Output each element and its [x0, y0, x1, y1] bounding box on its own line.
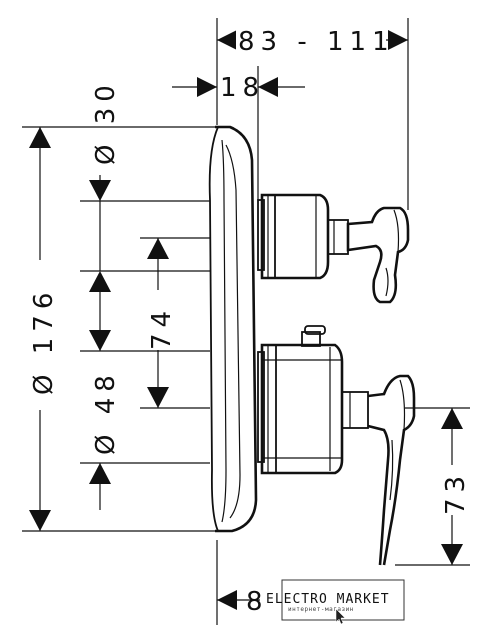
- dimension-projection-label: 83 - 111: [238, 27, 395, 57]
- cursor-arrow-icon: [335, 608, 346, 625]
- dimension-diameter-176: Ø 176: [22, 126, 215, 532]
- dimension-projection: 83 - 111: [216, 18, 409, 210]
- dimension-plate-offset: 18: [172, 66, 305, 200]
- cover-plate: [208, 125, 258, 533]
- watermark-subtitle: интернет-магазин: [288, 606, 354, 613]
- dimension-height-73: 73: [395, 407, 471, 566]
- dimension-diameter-30: Ø 30: [80, 79, 210, 300]
- dimension-plate-offset-label: 18: [220, 73, 265, 103]
- upper-valve-body: [257, 193, 349, 280]
- dimension-spacing-74: 74: [140, 237, 210, 409]
- dimension-diameter-30-label: Ø 30: [91, 79, 121, 165]
- dimension-spacing-74-label: 74: [147, 305, 177, 350]
- dimension-diameter-176-label: Ø 176: [29, 287, 59, 395]
- upper-handle: [346, 206, 410, 304]
- watermark-logo: ELECTRO MARKET интернет-магазин: [266, 579, 405, 625]
- dimension-height-73-label: 73: [441, 470, 471, 515]
- dimension-diameter-48-label: Ø 48: [91, 369, 121, 455]
- dimension-diameter-48: Ø 48: [80, 300, 210, 510]
- dimension-bottom-partial: 8: [216, 540, 269, 625]
- lower-valve-body: [257, 325, 369, 475]
- dimension-bottom-partial-label: 8: [246, 587, 269, 617]
- watermark-title: ELECTRO MARKET: [266, 592, 390, 607]
- lower-handle: [367, 374, 416, 566]
